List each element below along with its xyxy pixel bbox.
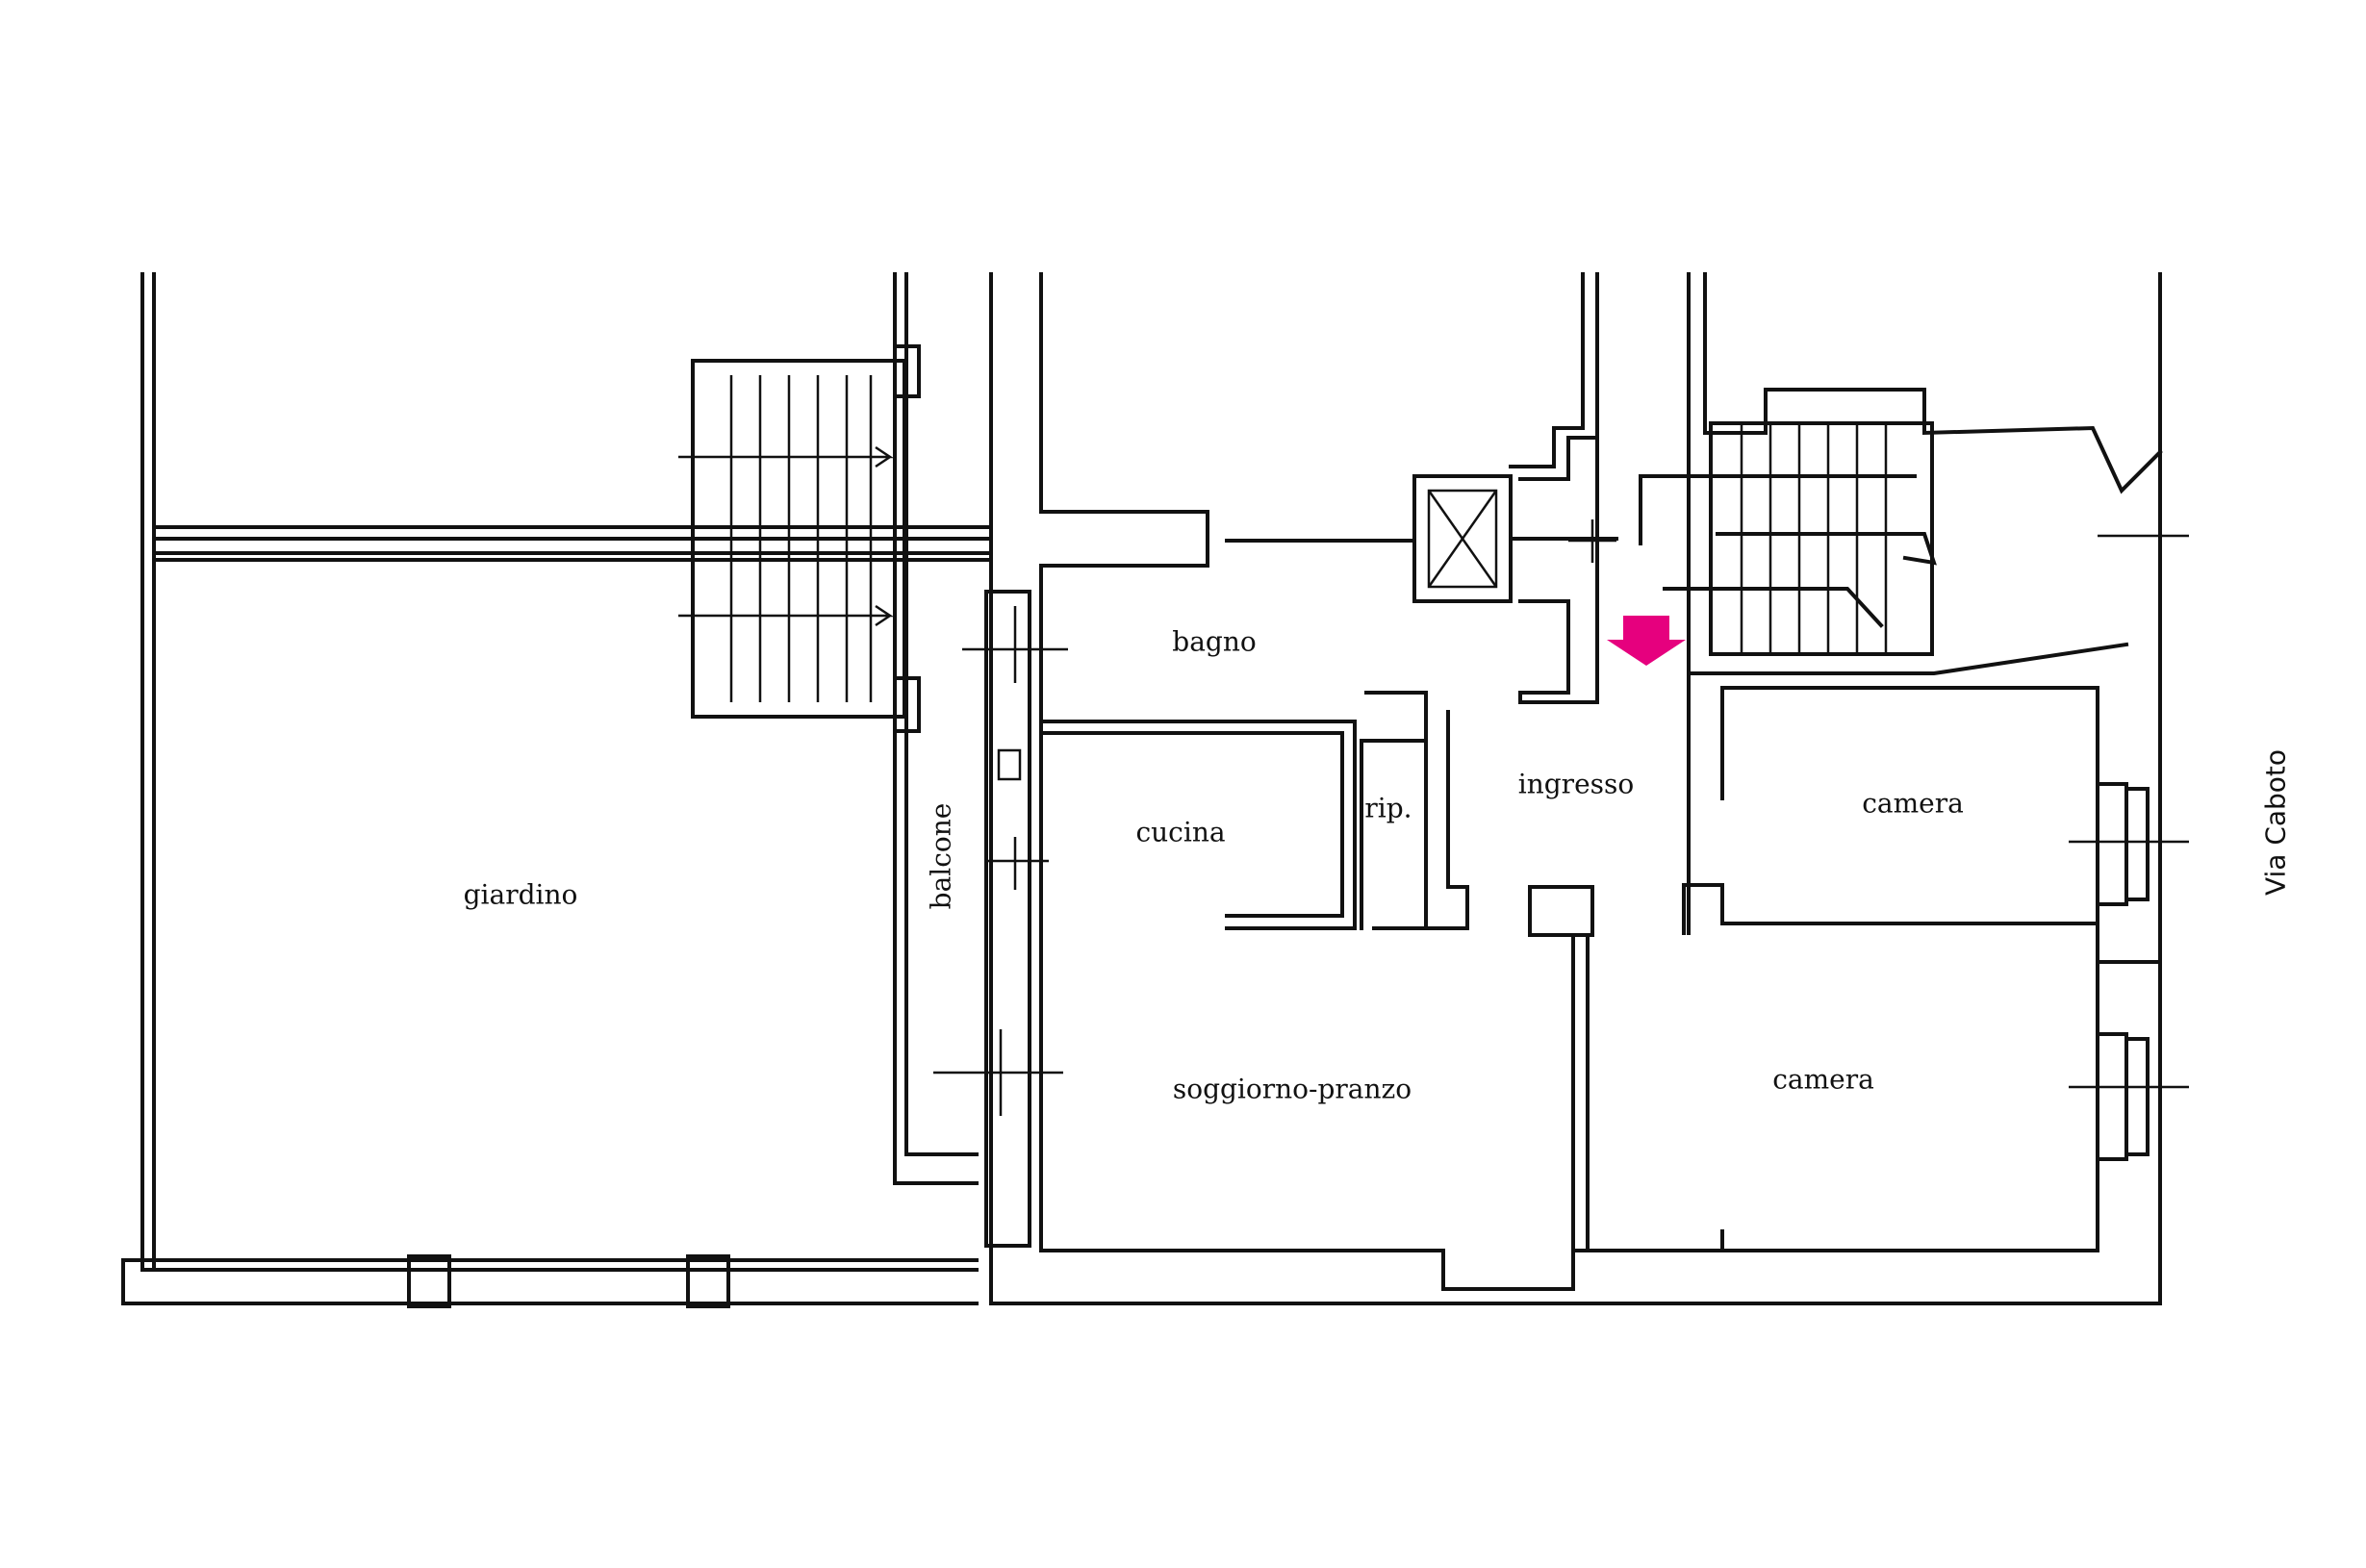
room-label-balcone: balcone	[925, 802, 957, 910]
room-label-soggiorno: soggiorno-pranzo	[1172, 1073, 1412, 1105]
apartment-walls	[989, 272, 2162, 1305]
windows	[933, 519, 2189, 1116]
lift	[1225, 272, 1618, 704]
staircase-right	[1639, 272, 2163, 935]
room-label-ingresso: ingresso	[1517, 768, 1635, 800]
room-label-camera-1: camera	[1862, 787, 1964, 820]
room-label-cucina: cucina	[1135, 816, 1226, 848]
street-name: Via Caboto	[2259, 748, 2292, 897]
room-label-bagno: bagno	[1172, 625, 1257, 658]
right-rooms-walls	[1720, 686, 2162, 1161]
staircase-left	[678, 359, 906, 719]
room-label-camera-2: camera	[1772, 1063, 1874, 1096]
balcony-walls	[893, 272, 1031, 1248]
garden-walls	[121, 272, 993, 1308]
entrance-arrow-icon	[1607, 616, 1686, 666]
room-label-giardino: giardino	[463, 878, 578, 911]
room-label-ripostiglio: rip.	[1364, 792, 1412, 824]
